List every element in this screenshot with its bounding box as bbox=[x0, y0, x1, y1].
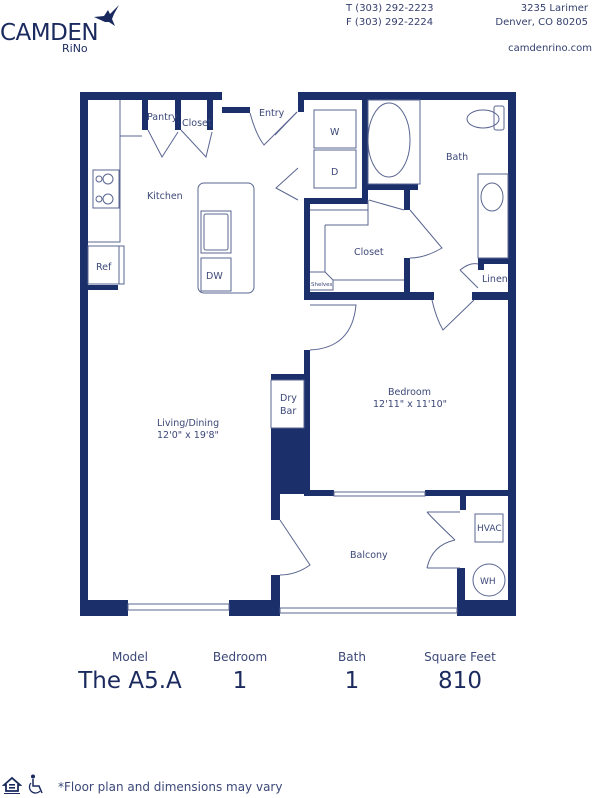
label-bedroom-dims: 12'11" x 11'10" bbox=[373, 399, 447, 410]
label-pantry: Pantry bbox=[147, 112, 178, 123]
fax-number: F (303) 292-2224 bbox=[346, 17, 434, 28]
label-dw: DW bbox=[206, 271, 223, 282]
bath-value: 1 bbox=[344, 668, 360, 694]
bedroom-value: 1 bbox=[232, 668, 248, 694]
brand-name: CAMDEN bbox=[0, 20, 99, 46]
hummingbird-icon bbox=[94, 5, 119, 26]
label-living-dims: 12'0" x 19'8" bbox=[157, 430, 219, 441]
label-dry-bar-1: Dry bbox=[280, 393, 297, 404]
label-washer: W bbox=[330, 127, 340, 138]
label-closet-walkin: Closet bbox=[354, 247, 384, 258]
website-link[interactable]: camdenrino.com bbox=[508, 43, 592, 54]
model-label: Model bbox=[111, 650, 149, 664]
contact-info: T (303) 292-2223 F (303) 292-2224 bbox=[346, 2, 434, 30]
address-line1: 3235 Larimer bbox=[520, 3, 588, 14]
accessibility-icon bbox=[28, 774, 43, 794]
stat-bedroom: Bedroom 1 bbox=[190, 650, 290, 694]
label-shelves: Shelves bbox=[311, 282, 333, 288]
address-line2: Denver, CO 80205 bbox=[495, 17, 588, 28]
walls bbox=[80, 92, 516, 616]
label-dry-bar-2: Bar bbox=[280, 406, 296, 417]
label-kitchen: Kitchen bbox=[147, 191, 183, 202]
camden-logo: CAMDEN RiNo bbox=[0, 4, 130, 56]
fixtures bbox=[87, 99, 509, 614]
community-name: RiNo bbox=[62, 42, 88, 55]
label-linen: Linen bbox=[482, 274, 508, 285]
stat-square-feet: Square Feet 810 bbox=[405, 650, 515, 694]
sqft-label: Square Feet bbox=[424, 650, 496, 664]
bath-label: Bath bbox=[338, 650, 366, 664]
label-closet-entry: Closet bbox=[182, 118, 212, 129]
label-bedroom: Bedroom bbox=[388, 387, 431, 398]
label-entry: Entry bbox=[259, 108, 285, 119]
label-ref: Ref bbox=[96, 262, 112, 273]
address: 3235 Larimer Denver, CO 80205 bbox=[495, 2, 588, 30]
disclaimer: *Floor plan and dimensions may vary bbox=[58, 780, 283, 794]
bedroom-label: Bedroom bbox=[212, 650, 268, 664]
floor-plan: Pantry Closet Entry W D Bath Kitchen Ref… bbox=[80, 92, 516, 616]
stat-model: Model The A5.A bbox=[60, 650, 200, 694]
stat-bath: Bath 1 bbox=[302, 650, 402, 694]
footer: *Floor plan and dimensions may vary bbox=[0, 770, 600, 798]
label-water-heater: WH bbox=[480, 577, 496, 587]
label-living: Living/Dining bbox=[157, 418, 219, 429]
phone-number: T (303) 292-2223 bbox=[346, 3, 434, 14]
room-labels: Pantry Closet Entry W D Bath Kitchen Ref… bbox=[96, 108, 508, 587]
label-dryer: D bbox=[331, 167, 338, 178]
label-hvac: HVAC bbox=[477, 524, 502, 534]
label-balcony: Balcony bbox=[350, 550, 388, 561]
model-value: The A5.A bbox=[78, 668, 182, 694]
label-bath: Bath bbox=[446, 152, 468, 163]
sqft-value: 810 bbox=[438, 668, 482, 694]
equal-housing-icon bbox=[2, 776, 22, 794]
